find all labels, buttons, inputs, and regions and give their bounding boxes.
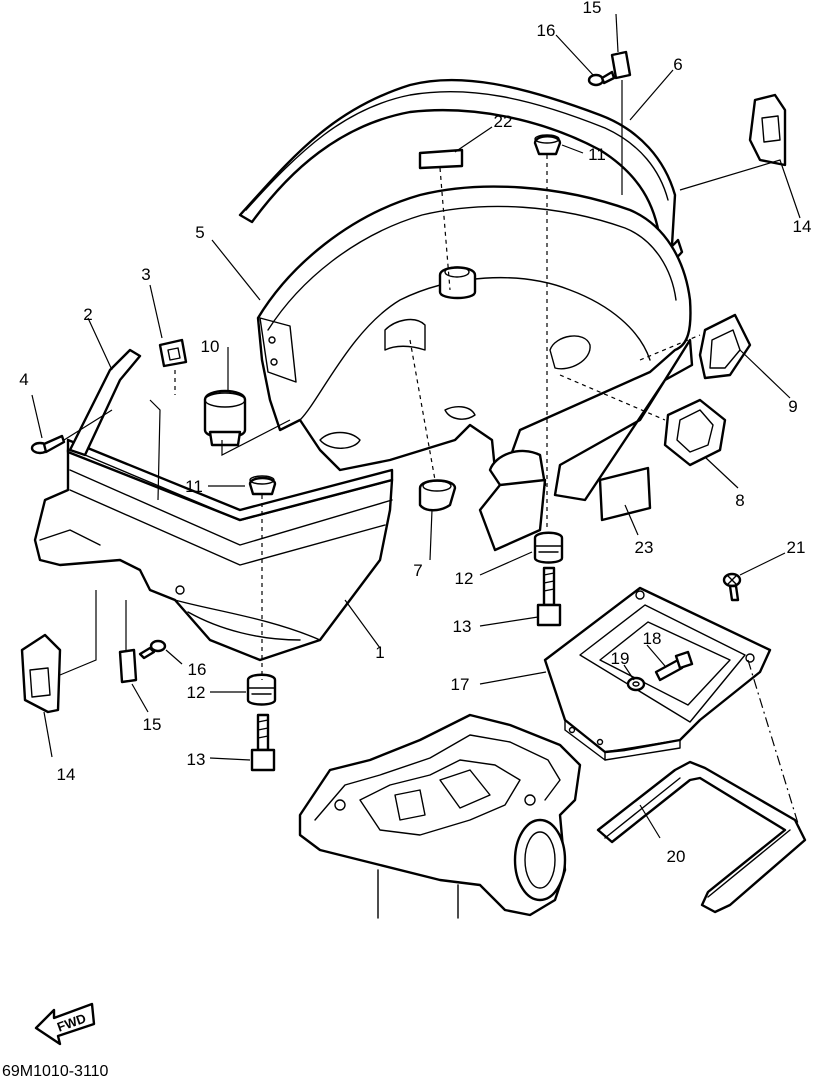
callout-3: 3 bbox=[141, 265, 150, 284]
callout-10: 10 bbox=[201, 337, 220, 356]
grommet-11-right bbox=[533, 134, 562, 156]
bracket-frame bbox=[596, 760, 807, 914]
screw-16-left bbox=[138, 639, 167, 660]
callout-7: 7 bbox=[413, 561, 422, 580]
lower-cowling bbox=[33, 338, 694, 662]
callout-18: 18 bbox=[643, 629, 662, 648]
callout-8: 8 bbox=[735, 491, 744, 510]
label-23 bbox=[598, 466, 652, 522]
damper-12-left bbox=[246, 673, 277, 706]
callout-15-left: 15 bbox=[143, 715, 162, 734]
side-seal-strip bbox=[68, 348, 241, 521]
bolt-13-left bbox=[250, 713, 276, 772]
callout-5: 5 bbox=[195, 223, 204, 242]
callout-23: 23 bbox=[635, 538, 654, 557]
callout-19: 19 bbox=[611, 649, 630, 668]
callout-15-right: 15 bbox=[583, 0, 602, 17]
callout-16-right: 16 bbox=[537, 21, 556, 40]
callout-12-left: 12 bbox=[187, 683, 206, 702]
callout-1: 1 bbox=[375, 643, 384, 662]
callout-2: 2 bbox=[83, 305, 92, 324]
grommet-9 bbox=[698, 313, 752, 380]
callout-21: 21 bbox=[787, 538, 806, 557]
callout-4: 4 bbox=[19, 370, 28, 389]
screw-4 bbox=[30, 434, 66, 455]
clip-15-left bbox=[118, 648, 138, 684]
clip-15-right bbox=[610, 50, 632, 80]
drawing-code: 69M1010-3110 bbox=[2, 1063, 109, 1078]
latch-14-right bbox=[748, 93, 787, 167]
grommet-7 bbox=[418, 479, 457, 512]
grommet-11-left bbox=[248, 475, 277, 496]
bolt-13-right bbox=[536, 566, 562, 627]
callout-11-right: 11 bbox=[588, 145, 606, 164]
callout-20: 20 bbox=[667, 847, 686, 866]
screw-21 bbox=[722, 572, 742, 602]
bracket-3 bbox=[158, 338, 188, 368]
fwd-arrow: FWD bbox=[34, 1002, 96, 1046]
callout-16-left: 16 bbox=[188, 660, 207, 679]
callout-6: 6 bbox=[673, 55, 682, 74]
bolt-18 bbox=[654, 650, 694, 682]
washer-19 bbox=[626, 676, 646, 692]
latch-14-left bbox=[20, 633, 62, 714]
callout-labels: 1 2 3 4 5 6 7 8 9 10 11 11 12 12 13 13 1… bbox=[19, 0, 811, 866]
callout-9: 9 bbox=[788, 397, 797, 416]
callout-14-left: 14 bbox=[57, 765, 76, 784]
callout-17: 17 bbox=[451, 675, 470, 694]
callout-13-right: 13 bbox=[453, 617, 472, 636]
leader-lines bbox=[31, 13, 801, 839]
callout-13-left: 13 bbox=[187, 750, 206, 769]
damper-12-right bbox=[533, 531, 564, 564]
grommet-8 bbox=[663, 398, 727, 467]
lower-casting bbox=[298, 713, 582, 919]
callout-11-left: 11 bbox=[185, 477, 203, 496]
callout-14-right: 14 bbox=[793, 217, 812, 236]
callout-12-right: 12 bbox=[455, 569, 474, 588]
grommet-10 bbox=[203, 389, 247, 447]
label-22 bbox=[418, 148, 464, 170]
lower-cowling-top bbox=[256, 185, 692, 552]
callout-22: 22 bbox=[494, 112, 513, 131]
screw-16-right bbox=[587, 70, 616, 87]
